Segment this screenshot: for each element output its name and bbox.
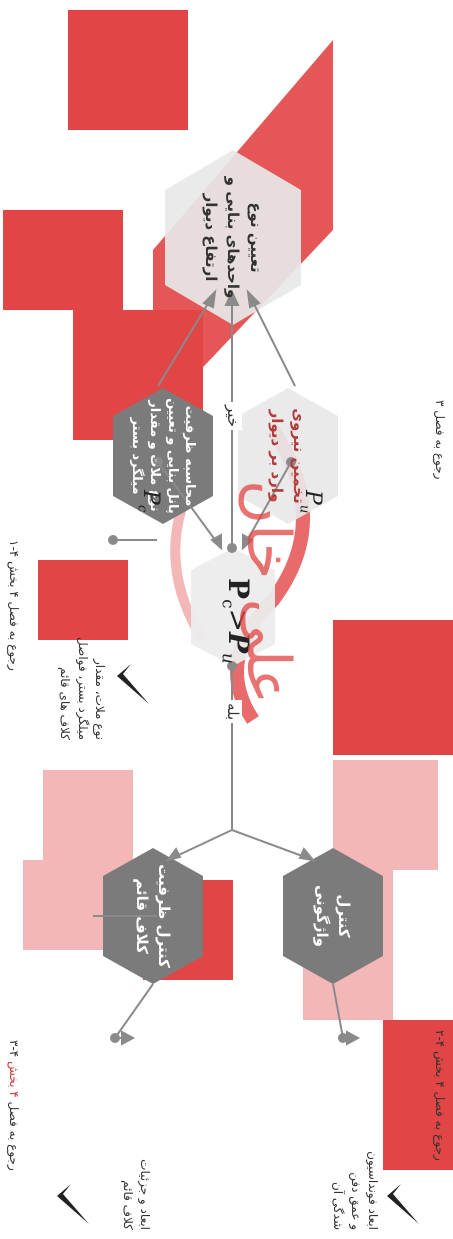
hexagon-capacity-label: محاسبه ظرفیت پانل بنایی و تعیین نوع ملات…: [129, 398, 198, 514]
connector-dot: [227, 661, 237, 671]
arrowhead: [121, 1030, 136, 1046]
ref-overturning: رجوع به فصل ۴ بخش ۴-۲: [433, 1030, 447, 1161]
arrowhead: [346, 1030, 361, 1046]
edge-label-no: خیر: [224, 402, 242, 431]
hexagon-overturning-label: کنترل واژگونی: [313, 884, 354, 948]
hexagon-select-units: [165, 150, 301, 325]
edge-label-pc: Pc: [134, 490, 163, 513]
arrowhead: [242, 533, 254, 551]
arrowhead: [210, 533, 222, 551]
arrowhead: [246, 289, 261, 309]
connector-dot: [110, 1033, 120, 1043]
ref-estimate-force: رجوع به فصل ۳: [433, 400, 447, 480]
edge-units-to-force: [247, 291, 296, 387]
connector-dot: [227, 543, 237, 553]
arrowhead: [202, 289, 217, 309]
connector-dot: [153, 457, 163, 467]
foundation-note: ابعاد فونداسیون و عمق دفن شدگی آن: [331, 1151, 380, 1230]
check-icon: [57, 1184, 89, 1224]
connector-dot: [338, 1033, 348, 1043]
check-icon: [117, 664, 149, 704]
connector-dot: [286, 457, 296, 467]
hexagon-estimate-force: [238, 388, 338, 524]
check-icon: [387, 1184, 419, 1224]
arrowhead: [298, 847, 316, 862]
edge-overturning-note: [332, 983, 344, 1039]
edge-force-pu: [242, 461, 292, 549]
watermark-text: علی خان: [233, 480, 303, 705]
mortar-note: نوع ملات، مقدار میلگرد بستر، فواصل کلاف …: [58, 637, 107, 740]
hexagon-tie-capacity-label: کنترل ظرفیت کلاف قائم: [133, 864, 174, 968]
hexagon-overturning: [283, 848, 383, 984]
arrowhead: [165, 847, 182, 862]
arrowhead: [224, 289, 240, 306]
connector-dot: [108, 535, 118, 545]
ref-tie-capacity: رجوع به فصل ۴ بخش ۴-۳: [7, 1040, 21, 1171]
edge-units-to-capacity: [157, 291, 216, 387]
hexagon-capacity: [113, 388, 213, 524]
edge-yes-to-overturning: [231, 829, 314, 861]
tie-note: ابعاد و جزئیات کلاف قائم: [120, 1159, 152, 1230]
edge-tie-note: [114, 983, 154, 1039]
edge-capacity-pc: [157, 461, 222, 549]
ref-capacity: رجوع به فصل ۴ بخش ۴-۱: [7, 540, 21, 671]
hexagon-select-units-label: تعیین نوع واحدهای بنایی و ارتفاع دیوار: [201, 176, 265, 299]
hexagon-compare: [191, 548, 275, 666]
